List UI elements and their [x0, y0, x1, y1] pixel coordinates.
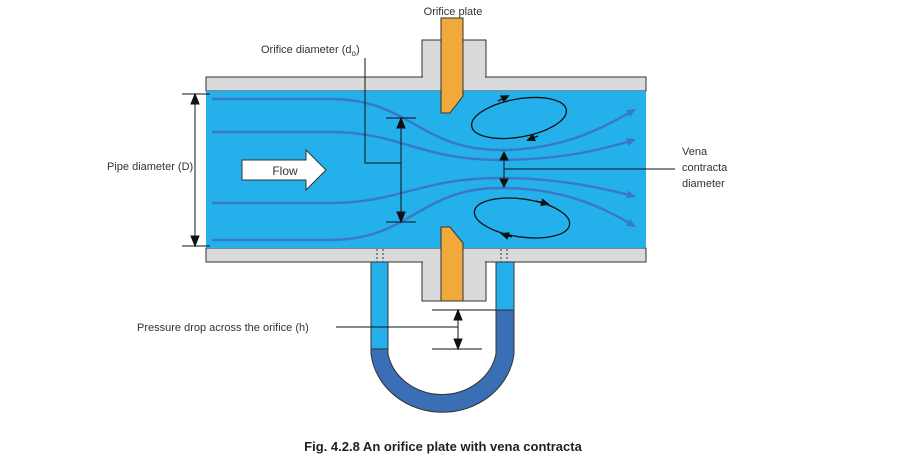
vena-contracta-dimension: [499, 150, 675, 189]
vena-contracta-label-line3: diameter: [682, 178, 725, 190]
pipe-diameter-dimension: [182, 92, 210, 248]
orifice-diameter-label: Orifice diameter (do): [261, 44, 360, 58]
flow-label: Flow: [272, 164, 298, 178]
streamline-3: [212, 176, 636, 205]
pressure-drop-dimension: [336, 308, 496, 351]
vena-contracta-label-line1: Vena: [682, 146, 708, 158]
pipe-diameter-label: Pipe diameter (D): [107, 161, 193, 173]
manometer-right-column: [495, 261, 515, 311]
manometer-left-column: [370, 261, 389, 350]
pipe-bottom-wall: [205, 247, 647, 263]
orifice-plate-bottom: [440, 226, 464, 302]
pressure-drop-label: Pressure drop across the orifice (h): [137, 322, 309, 334]
pipe-top-wall: [205, 76, 647, 92]
streamline-2: [212, 130, 636, 162]
streamlines: [212, 97, 636, 242]
orifice-plate-label: Orifice plate: [424, 6, 483, 18]
streamline-4: [212, 186, 636, 242]
orifice-diameter-dimension: [364, 58, 416, 224]
flow-arrow: Flow: [241, 148, 327, 192]
eddy-top: [470, 96, 568, 140]
figure-caption: Fig. 4.2.8 An orifice plate with vena co…: [304, 439, 582, 454]
vena-contracta-label-line2: contracta: [682, 162, 728, 174]
orifice-plate-top: [440, 17, 464, 114]
streamline-1: [212, 97, 636, 152]
eddies: [470, 95, 571, 240]
manometer-fluid: [370, 309, 515, 413]
orifice-plate: [440, 17, 464, 302]
flow-arrow-shape: [241, 148, 327, 192]
eddy-bottom: [473, 197, 571, 239]
